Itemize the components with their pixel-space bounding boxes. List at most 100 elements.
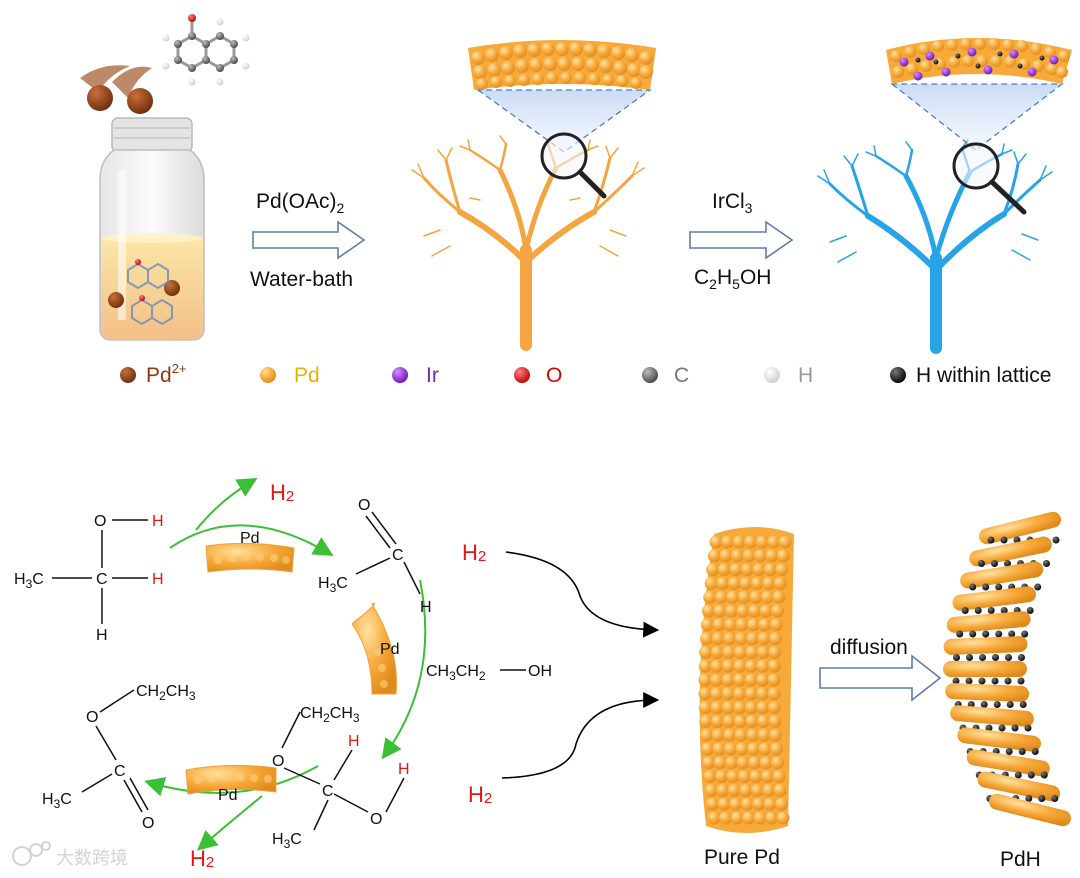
pd-sphere <box>714 770 728 784</box>
svg-text:C: C <box>674 364 689 387</box>
precursor-jar <box>80 14 250 341</box>
pure-pd-rod-spheres <box>698 535 792 825</box>
lattice-h-atom <box>1018 748 1026 755</box>
svg-text:O: O <box>370 811 382 828</box>
lattice-h-atom <box>966 654 973 661</box>
svg-text:H: H <box>348 733 360 750</box>
pd2-drop-1 <box>87 85 113 111</box>
lattice-h-atom <box>982 583 990 591</box>
pd-sphere <box>769 728 782 742</box>
h2-input-arrow-1 <box>505 551 660 638</box>
pd-sphere <box>758 618 772 632</box>
h2-release-2: H2 <box>190 846 214 871</box>
pd-sphere <box>702 756 715 770</box>
pd-sphere <box>721 535 734 549</box>
pd-sphere <box>733 659 747 673</box>
pd-layer <box>977 771 1061 802</box>
pd-sphere <box>737 770 751 784</box>
pd-layer <box>957 727 1041 752</box>
pdh-rod-layers <box>943 511 1071 827</box>
lattice-h-atom <box>969 583 977 591</box>
lattice-h-atom <box>1031 748 1039 755</box>
lattice-h-atom <box>1000 607 1008 614</box>
lattice-h-atom <box>1025 795 1033 802</box>
pd-sphere <box>711 728 725 742</box>
svg-text:O: O <box>358 497 370 514</box>
naphthol-atoms <box>162 14 250 86</box>
pd-sphere <box>778 535 792 549</box>
falling-drop-1 <box>80 65 130 92</box>
pd-sphere <box>742 811 755 825</box>
pd-sphere <box>729 797 742 811</box>
pd-sphere <box>719 811 732 825</box>
ethanol-structure: O H C H H3C H <box>14 513 164 644</box>
pd-sphere <box>768 714 782 728</box>
pd-sphere <box>759 756 773 770</box>
pd-sphere <box>756 659 770 673</box>
pd-sphere <box>746 742 760 756</box>
svg-text:大数跨境: 大数跨境 <box>56 848 128 868</box>
pd-sphere <box>765 549 779 563</box>
lattice-h-atom <box>1000 536 1008 544</box>
pd2-drop-2 <box>127 88 153 114</box>
ir-atoms <box>899 47 1059 81</box>
svg-text:C: C <box>322 783 334 800</box>
pd-sphere <box>736 756 750 770</box>
pure-pd-rod <box>698 527 794 833</box>
svg-text:O: O <box>546 364 562 387</box>
pd-label-2: Pd <box>380 641 400 658</box>
pd-sphere <box>750 783 764 797</box>
pd-sphere <box>769 618 783 632</box>
lattice-h-atom <box>1011 724 1019 732</box>
pd-sphere <box>773 783 787 797</box>
pd-layer <box>989 793 1071 827</box>
lattice-h-atom <box>1004 677 1012 685</box>
lattice-h-atom <box>980 701 988 708</box>
pd-sphere <box>732 535 746 549</box>
pd-sphere <box>727 783 741 797</box>
pd-sphere <box>700 618 714 632</box>
pd-sphere <box>698 687 712 701</box>
diffusion-label: diffusion <box>830 636 908 659</box>
lattice-h-atom <box>982 630 990 638</box>
svg-text:Pd: Pd <box>294 364 320 387</box>
jar-cap-rim <box>111 117 193 153</box>
pd-sphere <box>713 756 727 770</box>
pd-sphere <box>698 659 712 673</box>
pd-sphere <box>737 590 751 604</box>
pd-layer <box>979 511 1061 545</box>
lattice-h-atom <box>1043 560 1050 567</box>
svg-text:H3C: H3C <box>42 791 72 811</box>
pd-sphere <box>775 797 788 811</box>
pd-sphere <box>736 604 750 618</box>
pd-layer <box>952 586 1036 611</box>
pd-rod-segment-top <box>468 40 656 90</box>
pd-sphere <box>706 563 720 577</box>
pd-sphere <box>710 645 724 659</box>
svg-text:Pd2+: Pd2+ <box>146 361 187 387</box>
pd-sphere <box>700 742 714 756</box>
pd-label-1: Pd <box>240 530 260 547</box>
legend-item-ir: Ir <box>392 364 439 387</box>
step2-arrow <box>689 220 794 260</box>
pd-sphere <box>763 797 777 811</box>
lattice-h-atom <box>995 630 1003 638</box>
pd-sphere <box>698 701 712 715</box>
pd-sphere <box>729 563 743 577</box>
lattice-h-atom <box>995 583 1003 591</box>
h2-release-1: H2 <box>270 480 294 505</box>
svg-text:H3C: H3C <box>318 575 348 595</box>
lattice-h-atom <box>1005 748 1013 755</box>
pd-sphere <box>760 770 774 784</box>
lattice-h-atom <box>1052 536 1060 544</box>
pd-sphere <box>704 783 718 797</box>
pd-layer <box>945 683 1030 702</box>
pd-sphere <box>722 645 736 659</box>
pd-sphere <box>742 549 756 563</box>
lattice-h-atom <box>991 677 999 685</box>
lattice-h-atom <box>961 607 969 614</box>
svg-text:O: O <box>94 513 106 530</box>
pd-sphere <box>714 590 728 604</box>
pd-sphere <box>756 673 769 687</box>
svg-text:CH2CH3: CH2CH3 <box>300 705 360 725</box>
